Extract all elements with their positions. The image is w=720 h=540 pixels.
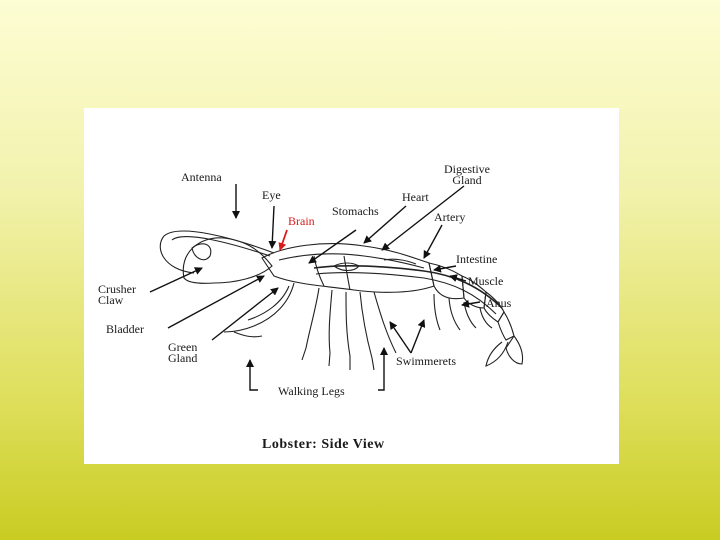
label-bladder: Bladder	[106, 324, 144, 335]
label-muscle: Muscle	[468, 276, 503, 287]
label-green-gland: Green Gland	[168, 342, 197, 364]
figure-caption: Lobster: Side View	[262, 439, 385, 450]
label-anus: Anus	[486, 298, 511, 309]
label-eye: Eye	[262, 190, 281, 201]
label-swimmerets: Swimmerets	[396, 356, 456, 367]
label-heart: Heart	[402, 192, 429, 203]
lobster-illustration	[84, 108, 619, 464]
lobster-diagram: Antenna Eye Brain Stomachs Heart Digesti…	[84, 108, 619, 464]
label-crusher-claw: Crusher Claw	[98, 284, 136, 306]
label-brain: Brain	[288, 216, 315, 227]
label-stomachs: Stomachs	[332, 206, 379, 217]
label-antenna: Antenna	[181, 172, 222, 183]
label-artery: Artery	[434, 212, 465, 223]
label-digestive-gland: Digestive Gland	[444, 164, 490, 186]
label-intestine: Intestine	[456, 254, 497, 265]
label-walking-legs: Walking Legs	[278, 386, 345, 397]
